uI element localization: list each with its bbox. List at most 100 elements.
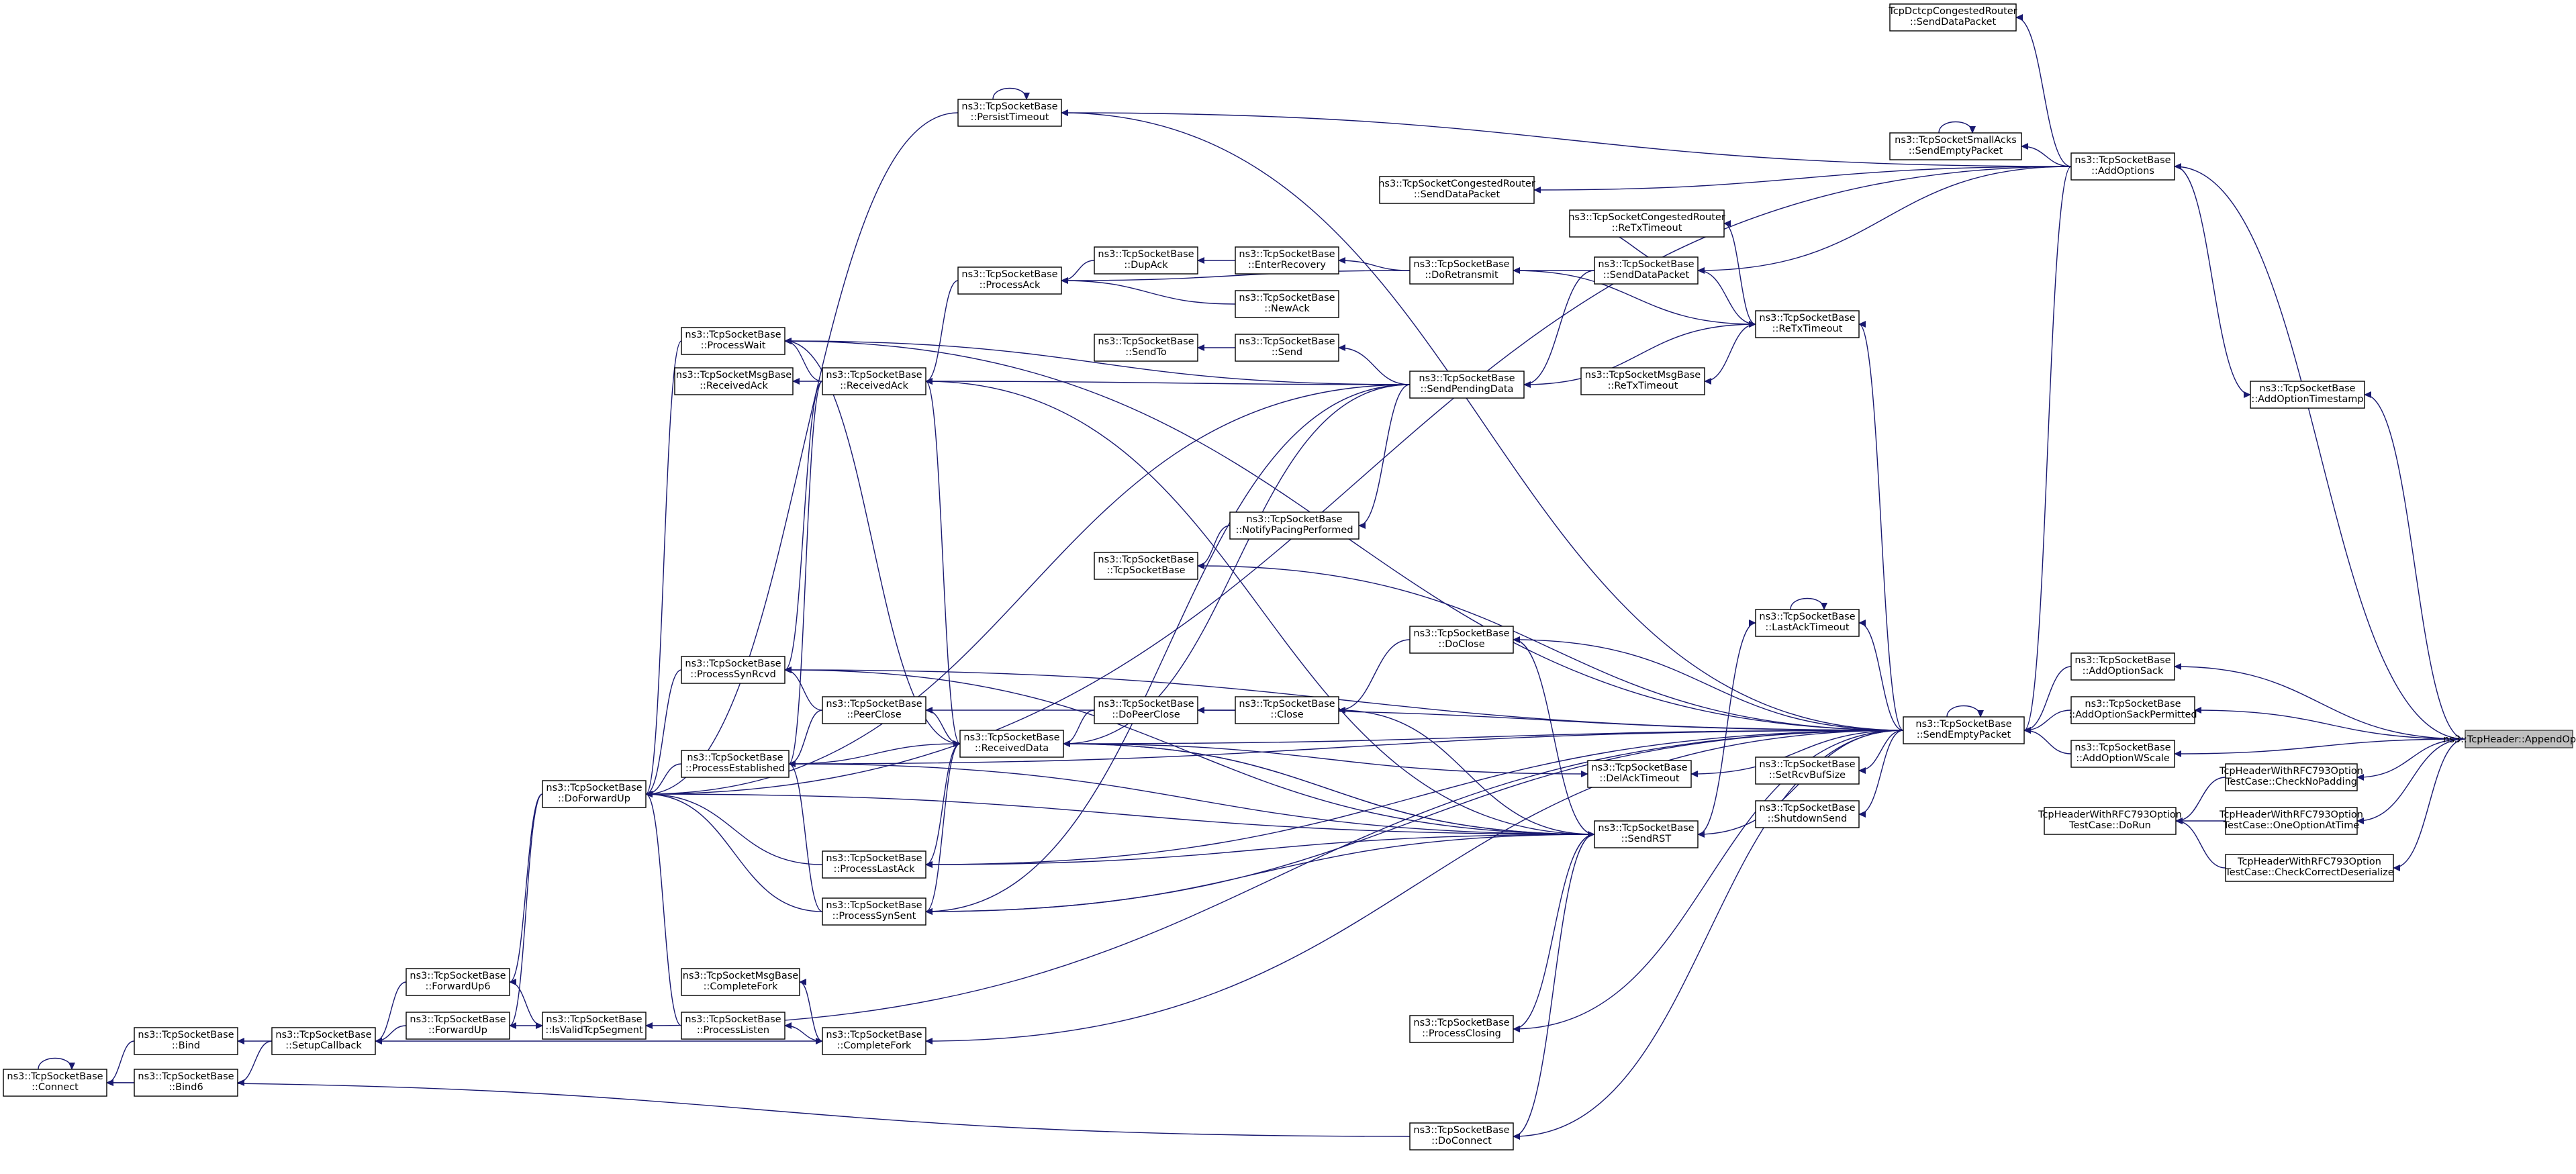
edge-n1-n2 [2015, 14, 2072, 167]
node-n50[interactable]: ns3::TcpSocketBase::Bind [134, 1027, 238, 1055]
node-n3[interactable]: ns3::TcpSocketSmallAcks::SendEmptyPacket [1889, 132, 2022, 160]
node-box [822, 696, 926, 724]
node-n46[interactable]: ns3::TcpSocketBase::ProcessLastAck [822, 850, 926, 879]
node-n14[interactable]: ns3::TcpSocketBase::SendTo [1094, 334, 1198, 362]
node-n39[interactable]: TcpHeaderWithRFC793OptionTestCase::Check… [2219, 763, 2363, 791]
edge-n6-n13 [1723, 220, 1756, 325]
edge-n37-n32 [1690, 730, 1904, 777]
node-n15[interactable]: ns3::TcpSocketBase::Send [1235, 334, 1339, 362]
node-label: TcpHeaderWithRFC793Option [2219, 766, 2363, 777]
node-n51[interactable]: ns3::TcpSocketBase::SetupCallback [271, 1027, 376, 1055]
node-n24[interactable]: ns3::TcpSocketBase::LastAckTimeout [1755, 609, 1860, 637]
node-n19[interactable]: ns3::TcpSocketBase::SendPendingData [1409, 371, 1525, 399]
node-n47[interactable]: ns3::TcpSocketBase::ProcessSynSent [822, 897, 926, 926]
edge-n44-n33 [1063, 743, 1595, 838]
node-n18[interactable]: ns3::TcpSocketBase::ReceivedAck [822, 367, 926, 395]
node-label: ns3::TcpSocketBase [1759, 803, 1855, 814]
node-n36[interactable]: ns3::TcpSocketBase::ProcessEstablished [681, 750, 790, 778]
edge-n32-n31 [2023, 710, 2072, 734]
node-n17[interactable]: ns3::TcpSocketMsgBase::ReceivedAck [674, 367, 794, 395]
node-n44[interactable]: ns3::TcpSocketBase::SendRST [1594, 820, 1699, 848]
node-n2[interactable]: ns3::TcpSocketBase::AddOptions [2070, 152, 2175, 181]
node-label: ::ReceivedAck [840, 381, 908, 391]
node-n7[interactable]: ns3::TcpSocketBase::DupAck [1094, 246, 1198, 275]
node-n20[interactable]: ns3::TcpSocketMsgBase::ReTxTimeout [1580, 367, 1705, 395]
node-n54[interactable]: ns3::TcpSocketBase::ProcessListen [681, 1012, 785, 1040]
node-n27[interactable]: ns3::TcpSocketBase::AddOptionSack [2070, 652, 2175, 681]
node-label: ::SendDataPacket [1603, 270, 1690, 281]
node-label: ::Bind [172, 1040, 200, 1051]
node-n1[interactable]: TcpDctcpCongestedRouter::SendDataPacket [1888, 3, 2017, 32]
node-n13[interactable]: ns3::TcpSocketBase::ReTxTimeout [1755, 310, 1860, 338]
edge-n57-n50 [106, 1040, 135, 1086]
node-n5[interactable]: ns3::TcpSocketCongestedRouter::SendDataP… [1378, 176, 1535, 204]
node-n34[interactable]: ns3::TcpSocketBase::AddOptionWScale [2070, 740, 2175, 768]
node-n35[interactable]: ns3::TcpHeader::AppendOption [2443, 730, 2576, 748]
node-n31[interactable]: ns3::TcpSocketBase::AddOptionSackPermitt… [2068, 696, 2197, 724]
node-box [1094, 334, 1198, 362]
edge-n43-n35 [2356, 738, 2466, 824]
node-n10[interactable]: ns3::TcpSocketBase::SendDataPacket [1594, 256, 1699, 285]
node-n8[interactable]: ns3::TcpSocketBase::EnterRecovery [1235, 246, 1339, 275]
node-label: ::LastAckTimeout [1765, 622, 1850, 633]
node-label: ::ReceivedAck [700, 381, 768, 391]
node-n59[interactable]: ns3::TcpSocketBase::DoConnect [1409, 1122, 1514, 1151]
node-n22[interactable]: ns3::TcpSocketBase::NotifyPacingPerforme… [1229, 511, 1359, 540]
node-n52[interactable]: ns3::TcpSocketBase::ForwardUp [406, 1012, 510, 1040]
edge-n18-n19 [925, 378, 1411, 385]
node-n6[interactable]: ns3::TcpSocketCongestedRouter::ReTxTimeo… [1568, 209, 1725, 238]
node-n58[interactable]: ns3::TcpSocketBase::Bind6 [134, 1069, 238, 1097]
node-box [1409, 1015, 1514, 1043]
node-n25[interactable]: ns3::TcpSocketBase::DoClose [1409, 626, 1514, 654]
node-label: ::Bind6 [169, 1082, 203, 1093]
edge-n52-n40 [509, 793, 543, 1029]
node-box [1229, 511, 1359, 540]
node-n56[interactable]: ns3::TcpSocketBase::ProcessClosing [1409, 1015, 1514, 1043]
edge-n32-n32 [1946, 705, 1984, 718]
node-box [1409, 371, 1525, 399]
node-n28[interactable]: ns3::TcpSocketBase::PeerClose [822, 696, 926, 724]
node-n32[interactable]: ns3::TcpSocketBase::SendEmptyPacket [1903, 716, 2025, 744]
edge-n59-n32 [1513, 730, 1904, 1140]
node-n49[interactable]: ns3::TcpSocketMsgBase::CompleteFork [681, 968, 800, 996]
node-label: ns3::TcpSocketBase [1413, 1125, 1509, 1136]
edge-n4-n2 [1061, 109, 2072, 167]
node-n41[interactable]: ns3::TcpSocketBase::ShutdownSend [1755, 800, 1860, 828]
node-n21[interactable]: ns3::TcpSocketBase::AddOptionTimestamp [2250, 381, 2365, 409]
node-box [1889, 132, 2022, 160]
node-box [542, 1012, 647, 1040]
edge-n21-n2 [2174, 166, 2251, 398]
node-label: ::DoPeerClose [1112, 710, 1180, 720]
node-n48[interactable]: ns3::TcpSocketBase::ForwardUp6 [406, 968, 510, 996]
node-n37[interactable]: ns3::TcpSocketBase::DelAckTimeout [1587, 760, 1692, 788]
node-label: ::IsValidTcpSegment [545, 1025, 643, 1036]
node-n12[interactable]: ns3::TcpSocketBase::NewAck [1235, 290, 1339, 318]
edge-n33-n32 [1063, 730, 1904, 747]
node-n29[interactable]: ns3::TcpSocketBase::DoPeerClose [1094, 696, 1198, 724]
node-n9[interactable]: ns3::TcpSocketBase::DoRetransmit [1409, 256, 1514, 285]
node-n53[interactable]: ns3::TcpSocketBase::IsValidTcpSegment [542, 1012, 647, 1040]
node-n38[interactable]: ns3::TcpSocketBase::SetRcvBufSize [1755, 756, 1860, 785]
node-n23[interactable]: ns3::TcpSocketBase::TcpSocketBase [1094, 552, 1198, 580]
node-label: ns3::TcpSocketBase [546, 783, 642, 793]
node-n4[interactable]: ns3::TcpSocketBase::PersistTimeout [957, 99, 1062, 127]
node-n45[interactable]: TcpHeaderWithRFC793OptionTestCase::Check… [2224, 854, 2394, 882]
node-n26[interactable]: ns3::TcpSocketBase::ProcessSynRcvd [681, 656, 785, 684]
node-n43[interactable]: TcpHeaderWithRFC793OptionTestCase::OneOp… [2219, 807, 2363, 835]
node-box [2225, 763, 2358, 791]
node-n40[interactable]: ns3::TcpSocketBase::DoForwardUp [542, 780, 647, 808]
node-n30[interactable]: ns3::TcpSocketBase::Close [1235, 696, 1339, 724]
edge-n5-n2 [1533, 166, 2072, 193]
node-n16[interactable]: ns3::TcpSocketBase::ProcessWait [681, 327, 785, 355]
node-n11[interactable]: ns3::TcpSocketBase::ProcessAck [957, 266, 1062, 295]
node-label: ns3::TcpSocketCongestedRouter [1568, 212, 1725, 223]
node-n57[interactable]: ns3::TcpSocketBase::Connect [3, 1069, 107, 1097]
edge-n13-n19 [1523, 321, 1756, 385]
node-label: ::AddOptionSackPermitted [2068, 710, 2197, 720]
node-n55[interactable]: ns3::TcpSocketBase::CompleteFork [822, 1027, 926, 1055]
node-label: TestCase::OneOptionAtTime [2223, 820, 2360, 831]
node-label: ns3::TcpSocketMsgBase [676, 370, 792, 381]
node-box [1235, 246, 1339, 275]
node-n33[interactable]: ns3::TcpSocketBase::ReceivedData [959, 730, 1064, 758]
